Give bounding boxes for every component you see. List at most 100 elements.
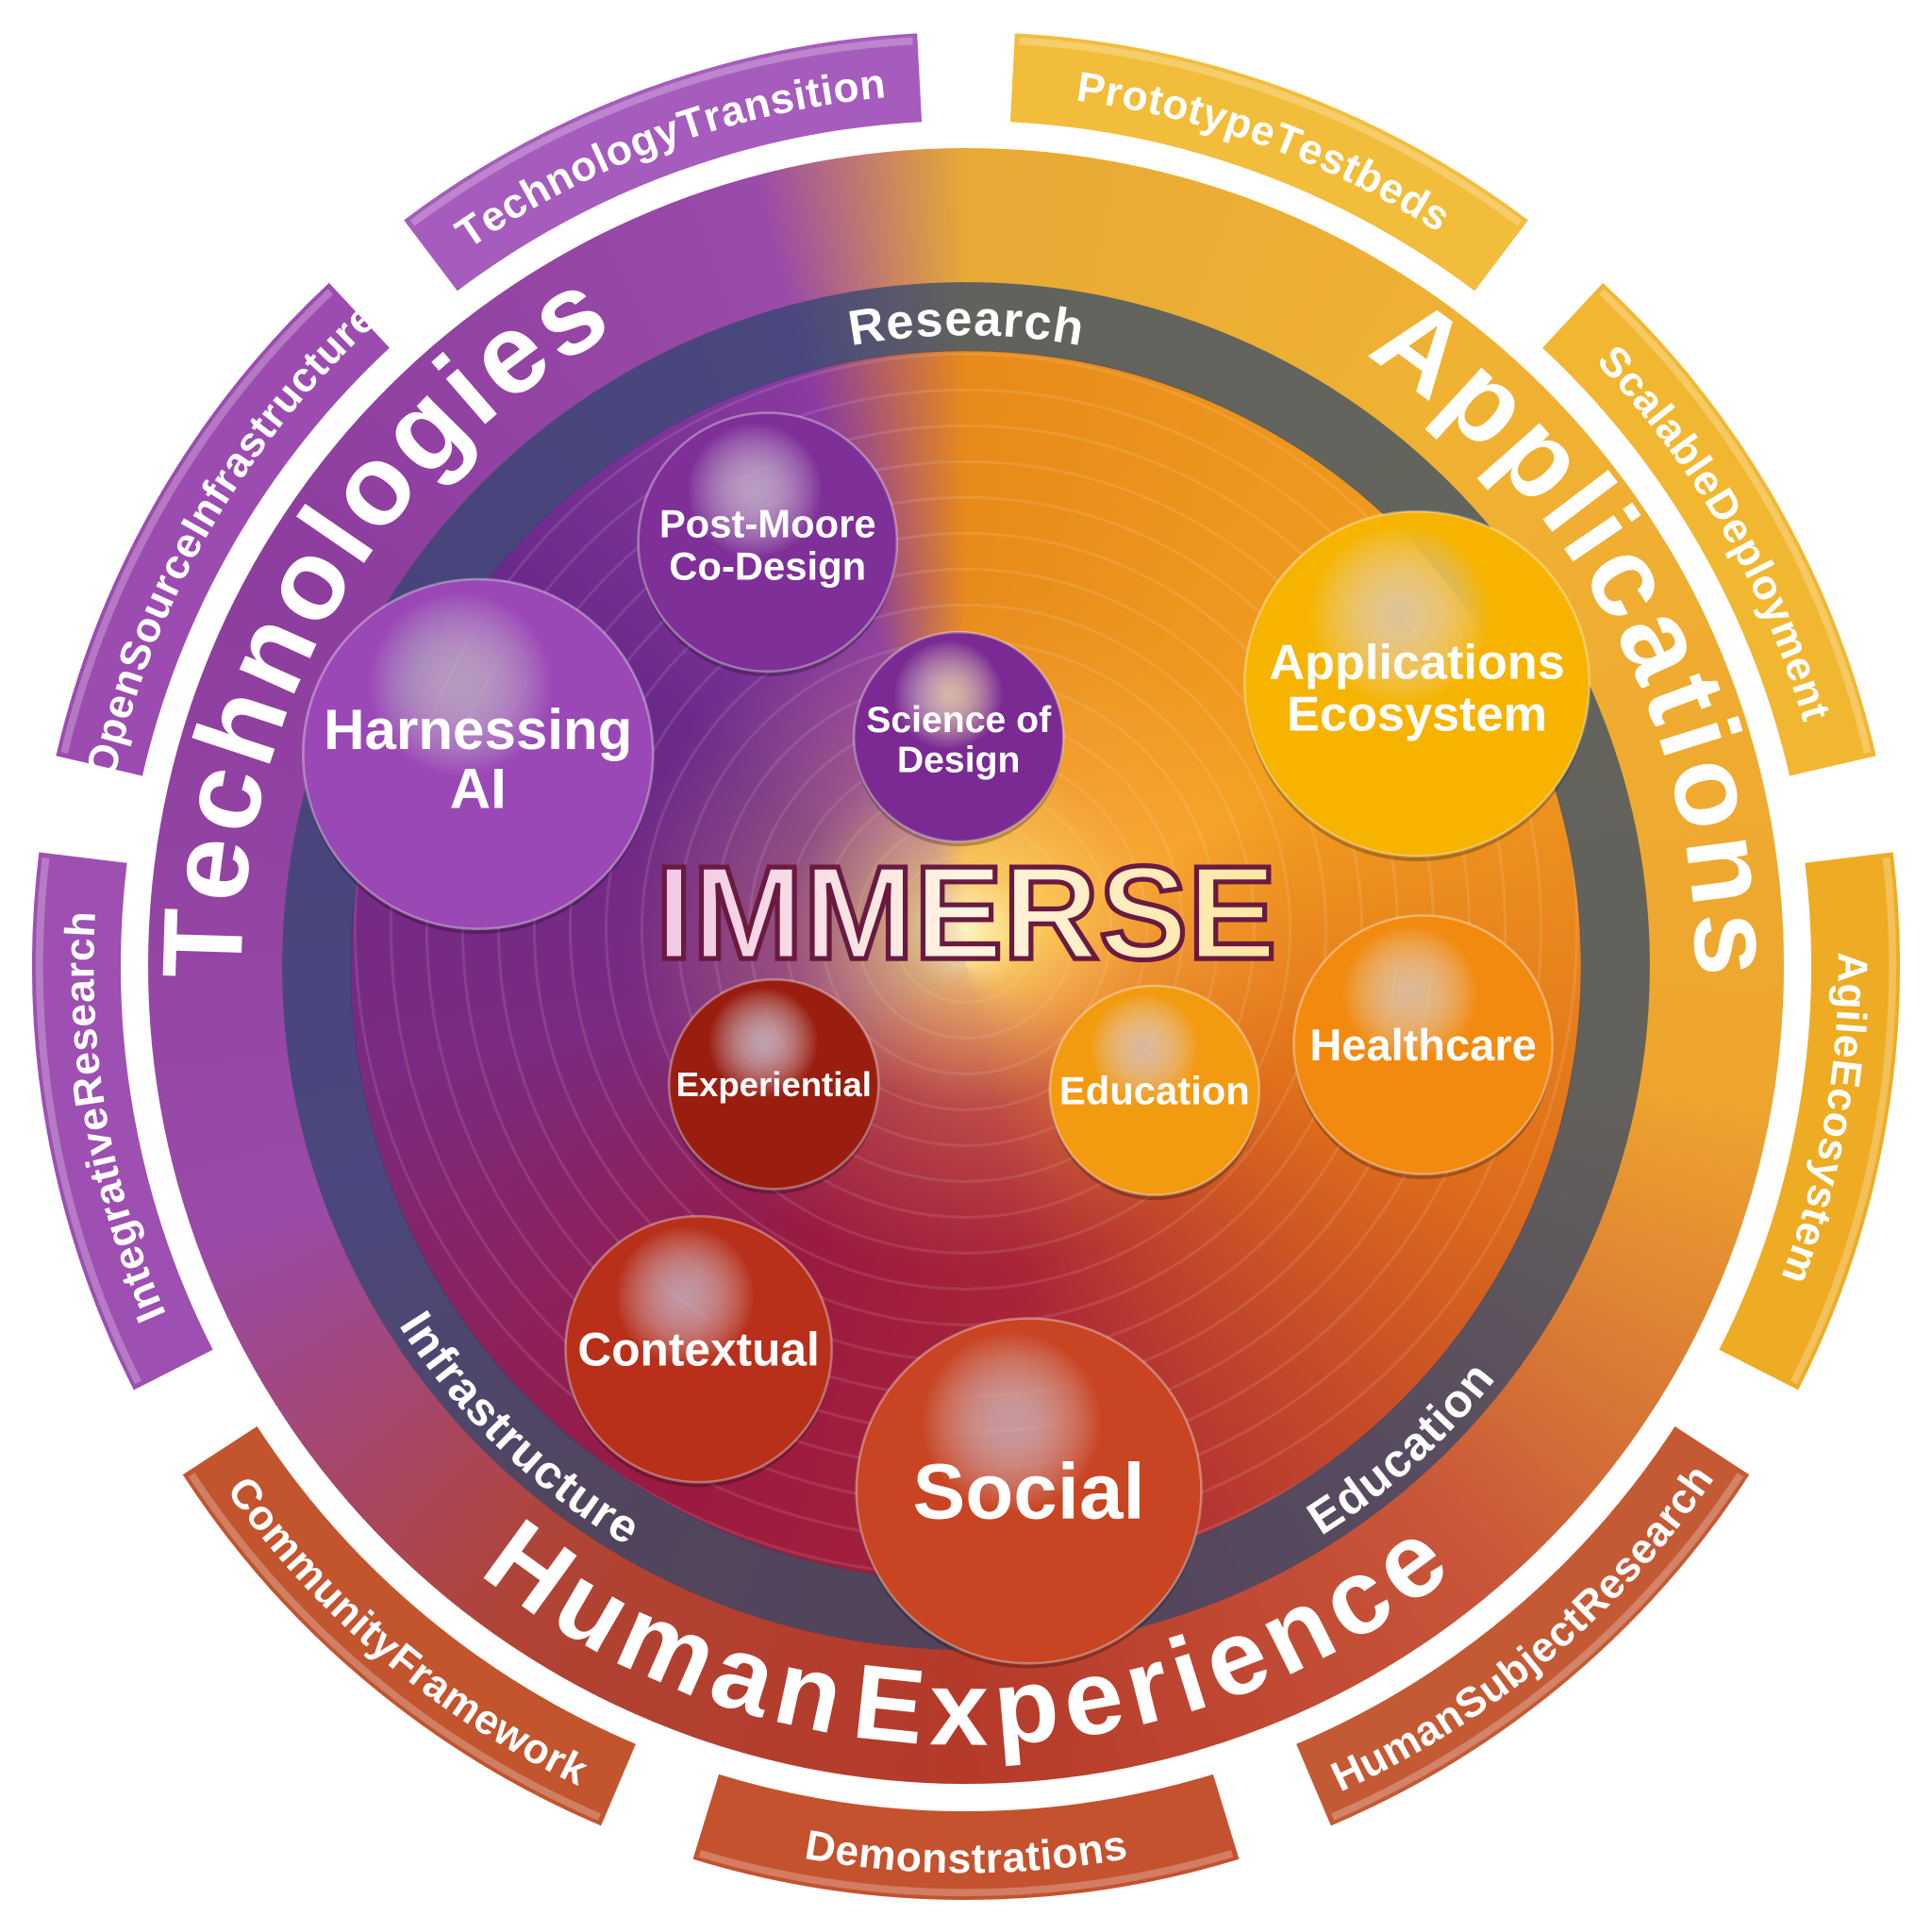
label-glyph: R (64, 1074, 114, 1110)
label-glyph: i (1827, 1008, 1874, 1023)
sphere-node: Contextual (564, 1214, 833, 1488)
label-glyph: a (1001, 1834, 1027, 1881)
outer-segment[interactable] (1009, 33, 1528, 291)
label-glyph: s (59, 1026, 108, 1054)
label-glyph: o (830, 63, 862, 112)
outer-segment[interactable] (1542, 282, 1876, 776)
sphere-label-line2: AI (450, 757, 507, 820)
segment-arc (1009, 33, 1528, 291)
label-glyph: o (894, 1834, 923, 1882)
segment-arc (1542, 282, 1876, 776)
label-glyph: g (1828, 983, 1875, 1010)
sphere-label: Healthcare (1309, 1020, 1536, 1070)
label-glyph: i (1038, 1832, 1054, 1879)
sphere-label: Experiential (676, 1065, 872, 1104)
sphere (302, 577, 655, 931)
label-glyph: t (971, 1836, 986, 1882)
label-glyph: E (848, 1641, 931, 1767)
label-glyph: c (57, 938, 103, 962)
segment-highlight (35, 857, 142, 1385)
segment-arc (404, 33, 923, 291)
sphere-node: Social (855, 1317, 1203, 1669)
sphere (667, 978, 880, 1191)
outer-segment[interactable] (56, 282, 390, 776)
sphere-label-line2: Ecosystem (1287, 688, 1547, 742)
segment-highlight (1598, 289, 1872, 754)
label-glyph: o (1050, 1829, 1080, 1878)
outer-segment[interactable] (692, 1774, 1240, 1901)
label-glyph: e (883, 294, 916, 352)
segment-highlight (1330, 1473, 1744, 1821)
segment-highlight (60, 289, 334, 754)
sphere-label: Social (913, 1447, 1145, 1536)
outer-segment[interactable] (404, 33, 923, 291)
label-glyph: s (947, 1836, 971, 1882)
sphere-node: Experiential (667, 978, 880, 1194)
label-glyph: e (58, 1003, 105, 1028)
sphere-label: Education (1059, 1069, 1250, 1113)
sphere-label: Contextual (577, 1324, 819, 1376)
label-glyph: r (985, 1836, 1003, 1883)
sphere (852, 630, 1065, 843)
sphere (1048, 984, 1261, 1197)
outer-segment[interactable] (182, 1425, 636, 1826)
sphere (1242, 509, 1591, 858)
segment-arc (692, 1774, 1240, 1901)
label-glyph: h (58, 910, 105, 938)
label-glyph: e (944, 291, 973, 346)
label-glyph: n (1074, 1825, 1107, 1874)
label-glyph: m (857, 1830, 898, 1880)
label-glyph: c (1022, 294, 1055, 352)
segment-highlight (698, 1850, 1234, 1897)
outer-segment[interactable] (32, 852, 213, 1391)
label-glyph: a (57, 978, 104, 1003)
segment-arc (32, 852, 213, 1391)
label-glyph: n (1661, 827, 1795, 912)
education-band-label: Education (1298, 1352, 1504, 1544)
label-glyph: n (921, 1835, 948, 1882)
label-glyph: e (142, 829, 275, 908)
label-glyph: e (61, 1050, 109, 1078)
label-glyph: E (1821, 1057, 1870, 1090)
outer-segment[interactable] (1719, 852, 1900, 1391)
segment-highlight (409, 37, 913, 226)
sphere-label: Science of (866, 700, 1052, 741)
label-glyph: r (1001, 292, 1024, 348)
label-glyph: l (1826, 1021, 1874, 1036)
sphere-label-line2: Co-Design (669, 543, 866, 588)
label-glyph: a (974, 291, 1004, 347)
label-glyph: s (914, 292, 944, 349)
immerse-title: IMMERSE (656, 838, 1276, 987)
segment-arc (56, 282, 390, 776)
label-glyph: e (1824, 1033, 1873, 1060)
segment-arc (182, 1425, 636, 1826)
applications-label: Applications (1351, 273, 1798, 977)
sphere-label: Post-Moore (659, 501, 876, 545)
label-glyph: R (844, 297, 888, 357)
label-glyph: t (1024, 1833, 1042, 1880)
segment-highlight (188, 1473, 602, 1821)
label-glyph: T (139, 907, 267, 979)
label-glyph: p (989, 1643, 1063, 1767)
label-glyph: D (802, 1822, 840, 1873)
label-glyph: A (1829, 952, 1875, 982)
sphere-node: Education (1048, 984, 1261, 1201)
sphere (564, 1214, 833, 1484)
sphere-label: Applications (1269, 636, 1564, 691)
sphere-label-line2: Design (897, 740, 1021, 780)
sphere-label: Harnessing (324, 698, 632, 761)
outer-segment[interactable] (1296, 1425, 1750, 1826)
label-glyph: P (1074, 64, 1108, 114)
